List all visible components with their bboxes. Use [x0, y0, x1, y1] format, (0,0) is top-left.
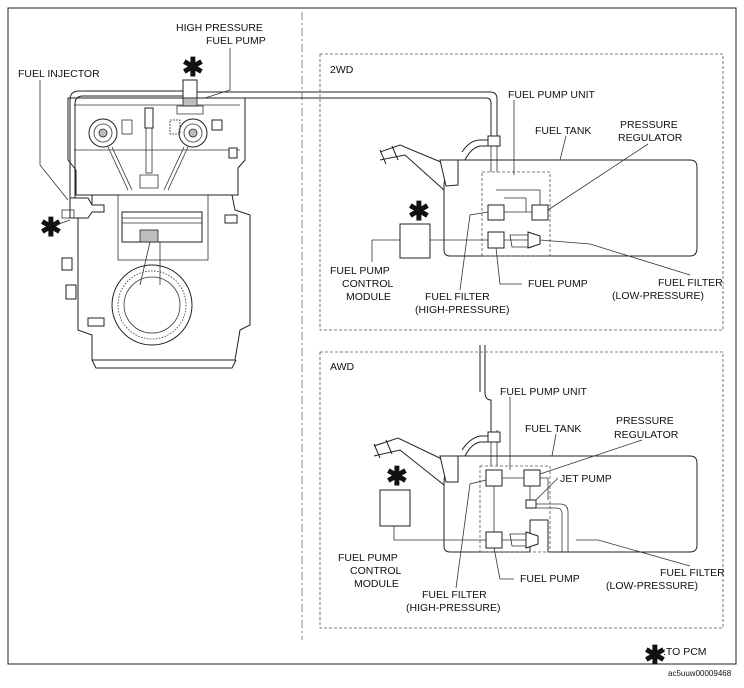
label-2wd-filter-high-1: FUEL FILTER — [425, 291, 490, 303]
label-2wd-fpcm-1: FUEL PUMP — [330, 265, 390, 277]
label-2wd-pressure: PRESSURE — [620, 119, 678, 131]
label-2wd-fpcm-2: CONTROL — [342, 278, 393, 290]
label-awd-fuel-tank: FUEL TANK — [525, 423, 581, 435]
label-2wd-fuel-tank: FUEL TANK — [535, 125, 591, 137]
to-pcm-star-hp-pump: ✱ — [182, 52, 204, 82]
label-awd-filter-high-1: FUEL FILTER — [422, 589, 487, 601]
label-awd-jet-pump: JET PUMP — [560, 473, 612, 485]
label-awd-fpcm-2: CONTROL — [350, 565, 401, 577]
leader-hp-pump — [204, 48, 231, 99]
section-awd-frame — [319, 351, 724, 629]
section-awd-title: AWD — [330, 361, 355, 373]
engine-illustration — [61, 79, 251, 369]
fuel-line-top-outer — [197, 91, 498, 140]
fuel-line-top-inner — [197, 97, 492, 140]
label-awd-fuel-pump: FUEL PUMP — [520, 573, 580, 585]
section-2wd-title: 2WD — [330, 64, 354, 76]
section-2wd: 2WD ✱ FUEL PUMP UNIT FUEL TANK PRESSURE … — [319, 53, 724, 331]
fuel-line-awd-outer — [484, 345, 492, 435]
label-2wd-fuel-pump: FUEL PUMP — [528, 278, 588, 290]
label-2wd-filter-high-2: (HIGH-PRESSURE) — [415, 304, 510, 316]
label-awd-filter-high-2: (HIGH-PRESSURE) — [406, 602, 501, 614]
to-pcm-star-2wd: ✱ — [408, 196, 430, 226]
label-awd-fpcm-3: MODULE — [354, 578, 399, 590]
outer-frame — [7, 7, 737, 665]
label-2wd-fuel-pump-unit: FUEL PUMP UNIT — [508, 89, 596, 101]
to-pcm-star-injector: ✱ — [40, 212, 62, 242]
legend-star-icon: ✱ — [644, 640, 666, 670]
section-awd: AWD ✱ FUEL PUMP UNIT FUEL TANK PRESSURE … — [319, 351, 725, 629]
reference-id: ac5uuw00009468 — [668, 669, 732, 678]
label-2wd-regulator: REGULATOR — [618, 132, 683, 144]
label-awd-fpcm-1: FUEL PUMP — [338, 552, 398, 564]
label-awd-filter-low-2: (LOW-PRESSURE) — [606, 580, 698, 592]
legend-text: :TO PCM — [663, 646, 707, 658]
label-2wd-fpcm-3: MODULE — [346, 291, 391, 303]
label-awd-fuel-pump-unit: FUEL PUMP UNIT — [500, 386, 588, 398]
label-high-pressure: HIGH PRESSURE — [176, 22, 263, 34]
leader-injector-star — [55, 219, 71, 226]
label-awd-regulator: REGULATOR — [614, 429, 679, 441]
label-fuel-pump-hp: FUEL PUMP — [206, 35, 266, 47]
section-2wd-frame — [319, 53, 724, 331]
label-fuel-injector: FUEL INJECTOR — [18, 68, 100, 80]
leader-fuel-injector — [39, 80, 69, 201]
to-pcm-star-awd: ✱ — [386, 461, 408, 491]
label-2wd-filter-low-2: (LOW-PRESSURE) — [612, 290, 704, 302]
label-awd-filter-low-1: FUEL FILTER — [660, 567, 725, 579]
label-awd-pressure: PRESSURE — [616, 415, 674, 427]
label-2wd-filter-low-1: FUEL FILTER — [658, 277, 723, 289]
